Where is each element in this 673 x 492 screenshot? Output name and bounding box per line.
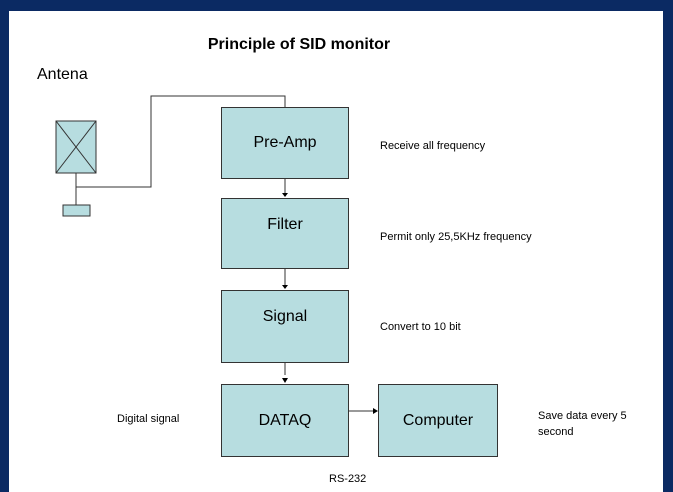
rs232-label: RS-232 xyxy=(329,473,367,485)
computer-note-line2: second xyxy=(538,426,574,438)
arrow-preamp-filter xyxy=(282,179,288,197)
signal-note: Convert to 10 bit xyxy=(380,321,461,333)
dataq-label: DATAQ xyxy=(258,411,312,429)
signal-label: Signal xyxy=(262,308,308,325)
preamp-label: Pre-Amp xyxy=(253,134,317,151)
preamp-block: Pre-Amp xyxy=(221,107,349,179)
arrow-filter-signal xyxy=(282,269,288,289)
signal-block: Signal xyxy=(221,290,349,363)
dataq-block: DATAQ xyxy=(221,384,349,457)
antenna-icon xyxy=(55,120,97,217)
filter-note: Permit only 25,5KHz frequency xyxy=(380,231,532,243)
filter-block: Filter xyxy=(221,198,349,269)
digital-signal-note: Digital signal xyxy=(117,413,180,425)
computer-note-line1: Save data every 5 xyxy=(538,410,627,422)
computer-block: Computer xyxy=(378,384,498,457)
arrow-signal-dataq xyxy=(282,363,288,383)
antenna-label: Antena xyxy=(37,66,88,83)
filter-label: Filter xyxy=(267,216,303,233)
arrow-dataq-computer xyxy=(348,408,378,414)
slide: Principle of SID monitor Antena xyxy=(9,11,663,492)
preamp-note: Receive all frequency xyxy=(380,140,486,152)
connection-wires xyxy=(55,95,378,414)
computer-label: Computer xyxy=(402,411,474,429)
diagram-title: Principle of SID monitor xyxy=(207,36,391,53)
antenna-lead xyxy=(76,95,286,188)
